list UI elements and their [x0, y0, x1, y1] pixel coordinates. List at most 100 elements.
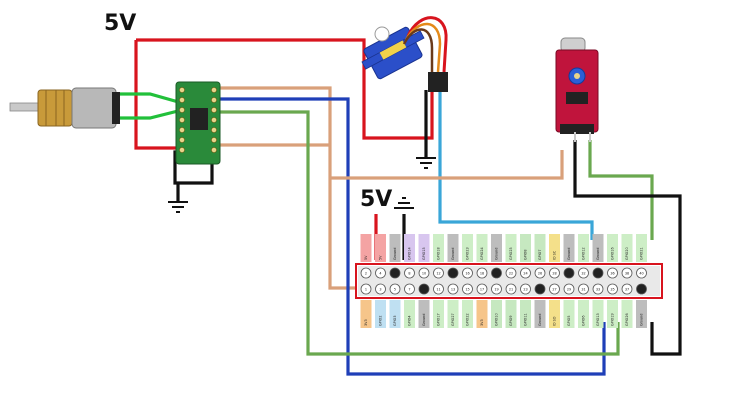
sensor-pins [560, 124, 594, 134]
pin-number: 32 [581, 271, 585, 275]
green-wire [218, 110, 620, 356]
pin-number: 8 [408, 271, 410, 275]
pin-name: GPIO10 [495, 313, 499, 326]
pin-label-top [520, 234, 531, 262]
pin-name: GPIO14 [408, 247, 412, 260]
pin-label-bottom [621, 300, 633, 328]
pin-label-bottom [418, 300, 430, 328]
red-5v-wire-top [136, 38, 434, 140]
pin-label-bottom [592, 300, 604, 328]
pin-label-bottom [505, 300, 517, 328]
header-pin [360, 283, 372, 295]
pin-label-bottom [404, 300, 415, 328]
servo-label [379, 40, 407, 60]
pin-name: Ground [538, 314, 542, 326]
header-pin [636, 267, 647, 279]
pin-label-top [534, 234, 546, 262]
pin-label-top [549, 234, 560, 262]
pin-label-bottom [389, 300, 401, 328]
pin-number: 37 [625, 287, 629, 291]
pin-label-bottom [563, 300, 575, 328]
servo-horn-base [374, 26, 390, 42]
pin-name: Ground [596, 248, 600, 260]
header-pin [433, 283, 444, 295]
pin-number: 6 [394, 271, 396, 275]
sensor-pcb [555, 49, 599, 133]
pin-number: 30 [567, 271, 571, 275]
pin-label-bottom [534, 300, 546, 328]
pin-name: Ground [567, 248, 571, 260]
pin-label-top [563, 234, 575, 262]
tan-wire-sensor [330, 150, 564, 180]
pin-name: GPIO9 [509, 316, 513, 327]
pin-number: 15 [465, 287, 469, 291]
header-pin [462, 267, 473, 279]
header-pin [578, 283, 589, 295]
motor-can [71, 87, 117, 129]
pin-number: 36 [610, 271, 614, 275]
pin-name: GPIO7 [538, 250, 542, 261]
pin-label-top [462, 234, 473, 262]
pin-number: 40 [639, 271, 643, 275]
pin-number: 12 [436, 271, 440, 275]
pin-number: 20 [494, 271, 498, 275]
header-pin [389, 283, 401, 295]
pin-name: GPIO17 [437, 313, 441, 326]
header-pin [476, 283, 488, 295]
header-pin [433, 267, 444, 279]
header-pin [520, 267, 531, 279]
pin-number: 4 [379, 271, 381, 275]
sensor-green-wire [588, 140, 654, 240]
pin-number: 27 [552, 287, 556, 291]
pin-name: GPIO20 [625, 247, 629, 260]
pin-number: 2 [365, 271, 367, 275]
motor-wire-b [117, 108, 183, 120]
pin-number: 7 [408, 287, 410, 291]
pin-name: GPIO21 [640, 247, 644, 260]
servo-connector [428, 72, 448, 92]
pin-number: 1 [365, 287, 367, 291]
servo-cable [406, 16, 448, 73]
pin-name: 3V3 [364, 319, 368, 326]
sensor-chip [566, 92, 588, 104]
header-pin [534, 283, 546, 295]
pin-label-top [505, 234, 517, 262]
pin-number: 14 [451, 271, 455, 275]
header-pin [404, 283, 415, 295]
header-pin [607, 283, 618, 295]
pin-number: 19 [494, 287, 498, 291]
header-pin [404, 267, 415, 279]
header-pin [462, 283, 473, 295]
pin-name: GPIO13 [596, 313, 600, 326]
pin-label-top [621, 234, 633, 262]
pin-number: 28 [552, 271, 556, 275]
pin-number: 22 [509, 271, 513, 275]
pin-label-top [592, 234, 604, 262]
pin-label-top [375, 234, 386, 262]
pin-name: GPIO25 [509, 247, 513, 260]
pin-name: GPIO12 [582, 247, 586, 260]
header-pin [375, 283, 386, 295]
sensor-pot-screw [574, 73, 580, 79]
pin-name: GPIO27 [451, 313, 455, 326]
pin-number: 23 [523, 287, 527, 291]
pin-label-bottom [636, 300, 647, 328]
pin-number: 31 [581, 287, 585, 291]
micro-servo [361, 16, 448, 92]
red-5v-wire [134, 40, 182, 150]
header-pin [534, 267, 546, 279]
pin-label-bottom [447, 300, 459, 328]
gear-motor [9, 87, 120, 129]
pin-number: 21 [509, 287, 513, 291]
pin-number: 17 [480, 287, 484, 291]
pin-name: ID SC [553, 250, 557, 260]
motor-gearbox [37, 89, 73, 127]
header-pin [621, 267, 633, 279]
pin-number: 18 [480, 271, 484, 275]
header-pin [491, 267, 502, 279]
motor-shaft [9, 102, 43, 112]
pin-name: GPIO8 [524, 250, 528, 261]
header-pin [636, 283, 647, 295]
header-pin [563, 283, 575, 295]
